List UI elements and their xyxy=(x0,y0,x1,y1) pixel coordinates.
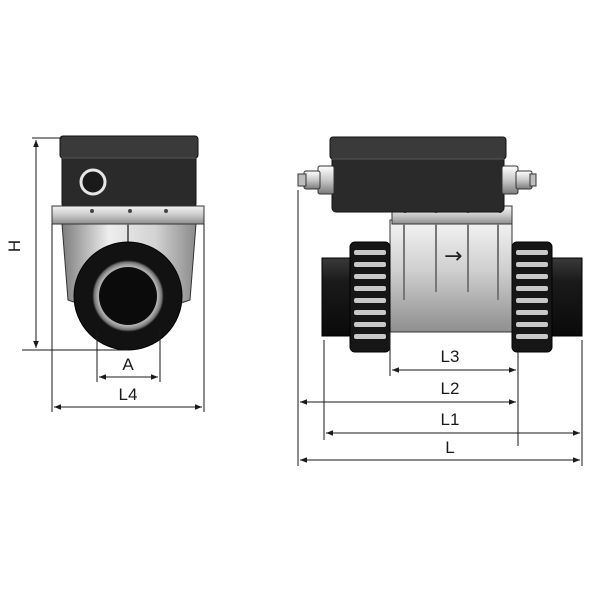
dim-label-A: A xyxy=(122,355,134,374)
dimensions xyxy=(22,137,583,466)
end-view-box-lid xyxy=(59,135,199,159)
side-view-box-lid xyxy=(329,136,507,160)
pipe-left xyxy=(321,257,353,337)
pipe-right xyxy=(549,257,583,337)
dim-label-L4: L4 xyxy=(119,385,138,404)
cable-gland-end-icon xyxy=(79,168,107,196)
dim-label-H: H xyxy=(5,240,24,252)
dim-label-L3: L3 xyxy=(441,347,460,366)
end-view-flange xyxy=(51,205,205,225)
union-nut-left xyxy=(349,241,391,353)
cable-gland-left-icon xyxy=(297,165,335,195)
dim-label-L1: L1 xyxy=(441,410,460,429)
pipe-bore xyxy=(99,267,157,325)
flow-direction-icon: → xyxy=(444,244,462,269)
dim-label-L: L xyxy=(445,438,454,457)
dim-label-L2: L2 xyxy=(441,379,460,398)
cable-gland-right-icon xyxy=(501,165,537,195)
side-view: → xyxy=(297,136,583,353)
end-view xyxy=(51,135,205,351)
heater-tube xyxy=(389,219,513,333)
union-nut-right xyxy=(511,241,553,353)
